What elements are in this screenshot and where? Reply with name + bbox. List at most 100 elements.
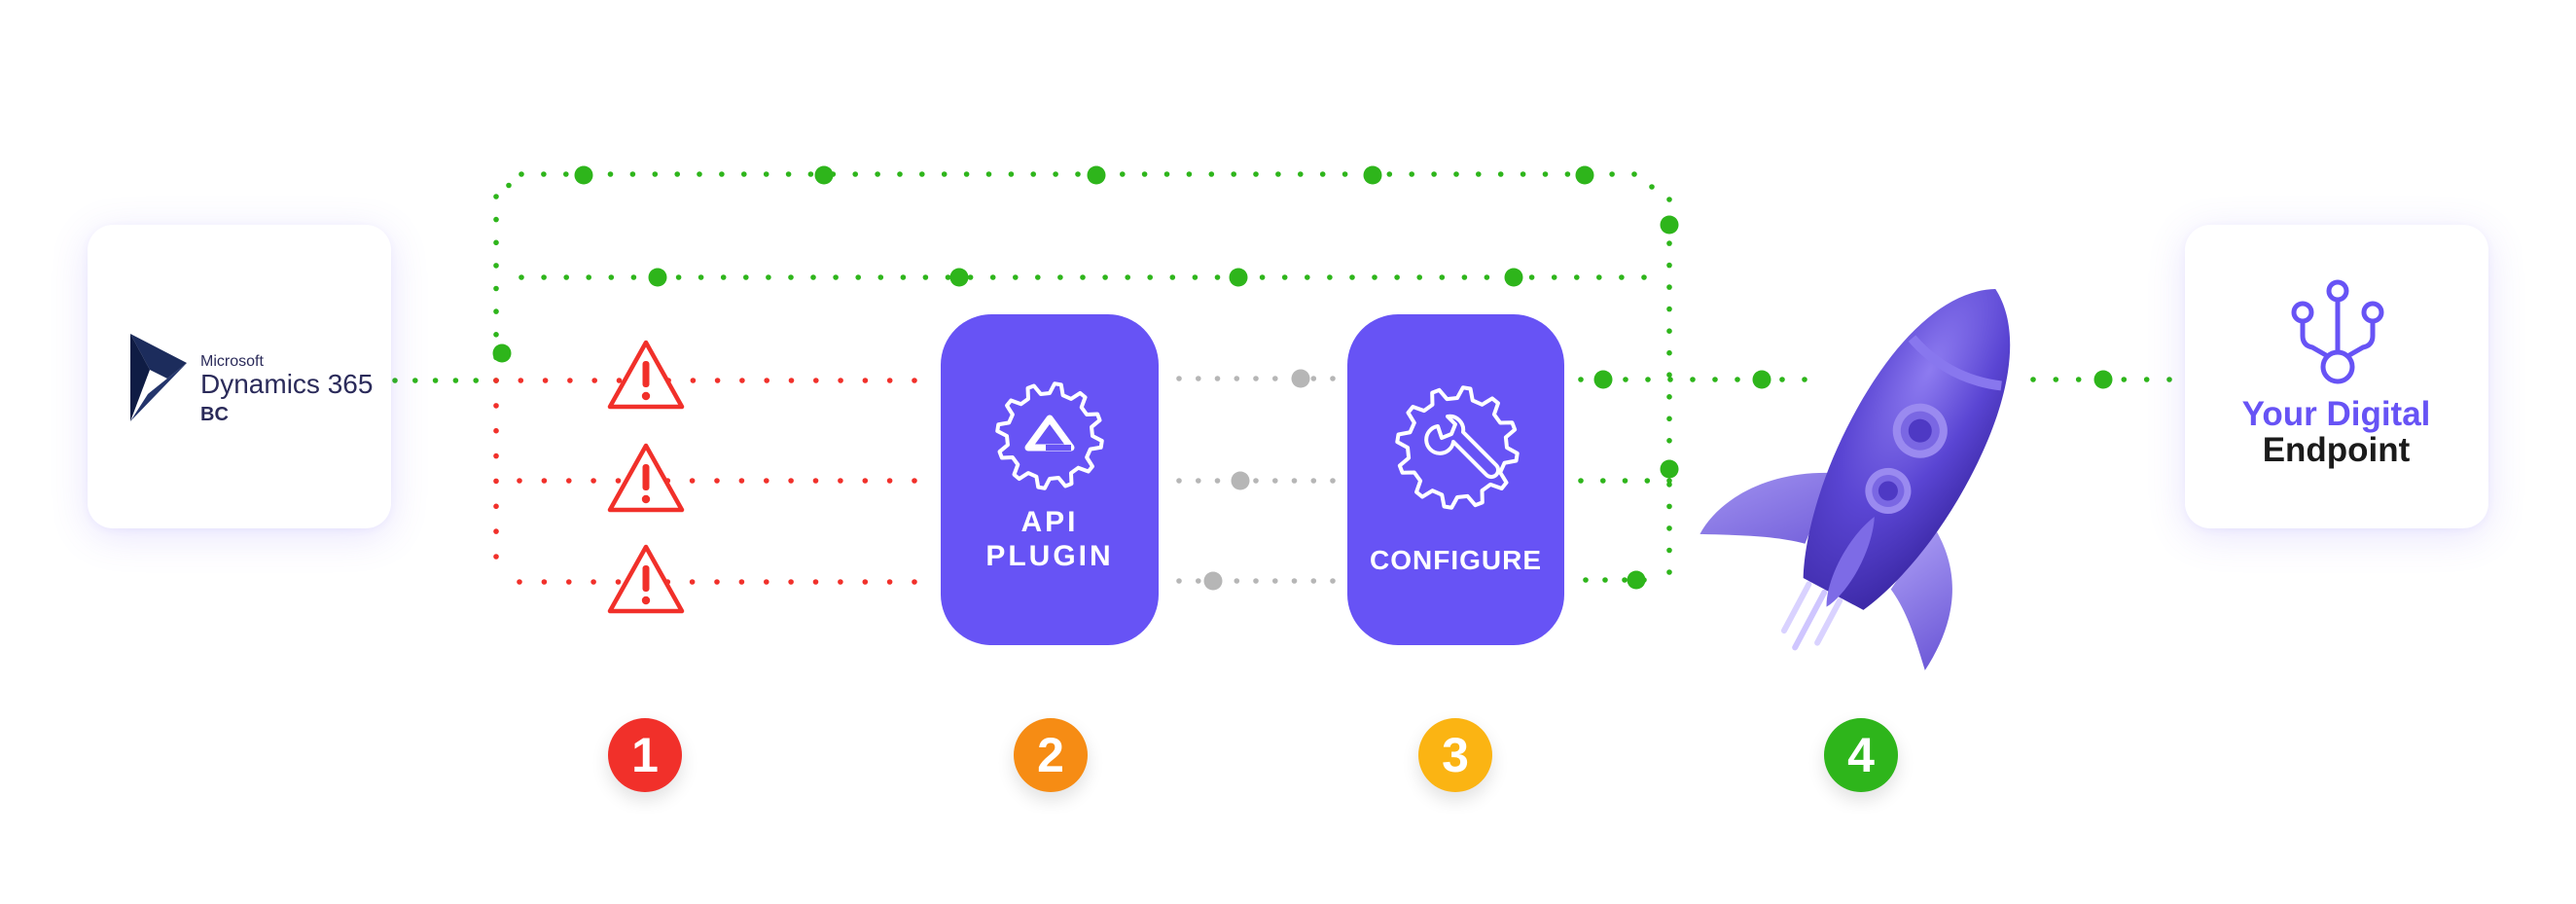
- connector-dot: [1735, 377, 1740, 382]
- connector-node: [492, 344, 512, 363]
- connector-dot: [1666, 478, 1672, 484]
- connector-dot: [1141, 171, 1148, 177]
- connector-dot: [1281, 274, 1288, 280]
- connector-dot: [541, 478, 548, 484]
- connector-nodes: [492, 165, 2113, 591]
- connector-dot: [519, 171, 524, 177]
- connector-dot: [616, 378, 623, 383]
- connector-dot: [1619, 274, 1625, 280]
- connector-dot: [833, 274, 839, 280]
- connector-node: [1363, 165, 1382, 185]
- connector-node: [1203, 571, 1223, 591]
- connector-node: [2093, 370, 2113, 389]
- source-product-line: Dynamics 365: [200, 369, 374, 399]
- connector-dot: [1609, 171, 1615, 177]
- connector-dot: [1666, 284, 1672, 290]
- connector-dot: [1147, 274, 1153, 280]
- connector-dot: [967, 274, 974, 280]
- connector-dot: [1779, 377, 1785, 382]
- connector-dot: [719, 171, 725, 177]
- source-brand-line: Microsoft: [200, 353, 264, 370]
- connector-node: [814, 165, 834, 185]
- connector-dot: [862, 579, 869, 585]
- connector-dot: [1551, 274, 1557, 280]
- connector-dot: [493, 378, 499, 383]
- connector-dot: [1196, 578, 1201, 584]
- configure-box: CONFIGURE: [1347, 314, 1564, 645]
- connector-dot: [763, 171, 769, 177]
- connector-dot: [1542, 171, 1549, 177]
- connector-dot: [1649, 184, 1655, 190]
- dynamics-365-logo-icon: [130, 334, 187, 421]
- connector-dot: [764, 378, 769, 383]
- step-1-badge: 1: [608, 718, 682, 792]
- warning-group: [607, 340, 685, 614]
- connector-dot: [1484, 274, 1490, 280]
- connector-dot: [590, 478, 596, 484]
- connector-node: [648, 268, 667, 287]
- connector-dot: [2143, 377, 2150, 382]
- connector-dot: [963, 171, 970, 177]
- step-4-badge: 4: [1824, 718, 1898, 792]
- connector-dot: [838, 378, 843, 383]
- connector-dot: [2030, 377, 2036, 382]
- connector-dot: [412, 378, 418, 383]
- connector-dot: [1666, 394, 1672, 400]
- connector-dot: [1520, 171, 1526, 177]
- connector-dot: [897, 171, 903, 177]
- connector-dot: [519, 274, 524, 280]
- connector-dot: [1214, 478, 1221, 484]
- connector-dot: [493, 478, 499, 485]
- connector-dot: [1192, 274, 1199, 280]
- connector-dot: [518, 378, 524, 383]
- connector-dot: [615, 478, 622, 484]
- connector-dot: [1310, 376, 1317, 381]
- connector-dot: [1666, 262, 1672, 269]
- connector-dot: [1666, 328, 1672, 335]
- connector-dot: [741, 171, 747, 177]
- connector-dot: [989, 274, 996, 280]
- endpoint-line1: Your Digital: [2241, 395, 2431, 433]
- gear-wrench-icon: [1395, 385, 1520, 510]
- connector-dot: [1120, 171, 1126, 177]
- connector-dot: [1631, 171, 1637, 177]
- connector-dot: [886, 478, 893, 484]
- connector-dot: [542, 378, 549, 383]
- connector-dot: [493, 308, 499, 314]
- connector-dot: [1008, 171, 1015, 177]
- connector-dot: [807, 171, 814, 177]
- connector-dot: [690, 378, 697, 383]
- connector-dot: [852, 171, 858, 177]
- connector-dot: [1319, 171, 1326, 177]
- connector-dot: [764, 478, 769, 484]
- connector-dot: [912, 478, 917, 484]
- connector-dot: [1564, 171, 1571, 177]
- connector-dot: [1528, 274, 1535, 280]
- connector-dot: [1272, 578, 1278, 584]
- connector-dot: [743, 274, 749, 280]
- connector-dot: [1666, 503, 1672, 510]
- connector-dot: [1169, 274, 1176, 280]
- connector-node: [1627, 570, 1646, 590]
- connector-dot: [1666, 569, 1672, 575]
- connector-dot: [1666, 306, 1672, 312]
- connector-dot: [985, 171, 992, 177]
- connector-dot: [886, 579, 893, 585]
- connector-dot: [1253, 578, 1259, 584]
- connector-dot: [941, 171, 948, 177]
- step-2-badge: 2: [1014, 718, 1088, 792]
- connector-dot: [886, 378, 893, 383]
- connector-dot: [674, 171, 680, 177]
- connector-dot: [1275, 171, 1281, 177]
- connector-dot: [591, 378, 597, 383]
- connector-dot: [1327, 274, 1333, 280]
- connector-dot: [1666, 525, 1672, 531]
- connector-dot: [1666, 349, 1672, 356]
- connector-dot: [473, 378, 480, 383]
- connector-dot: [1176, 376, 1182, 381]
- connector-dot: [788, 478, 794, 484]
- connector-dot: [1602, 577, 1608, 583]
- connector-dot: [1234, 376, 1240, 381]
- connector-dot: [493, 503, 499, 510]
